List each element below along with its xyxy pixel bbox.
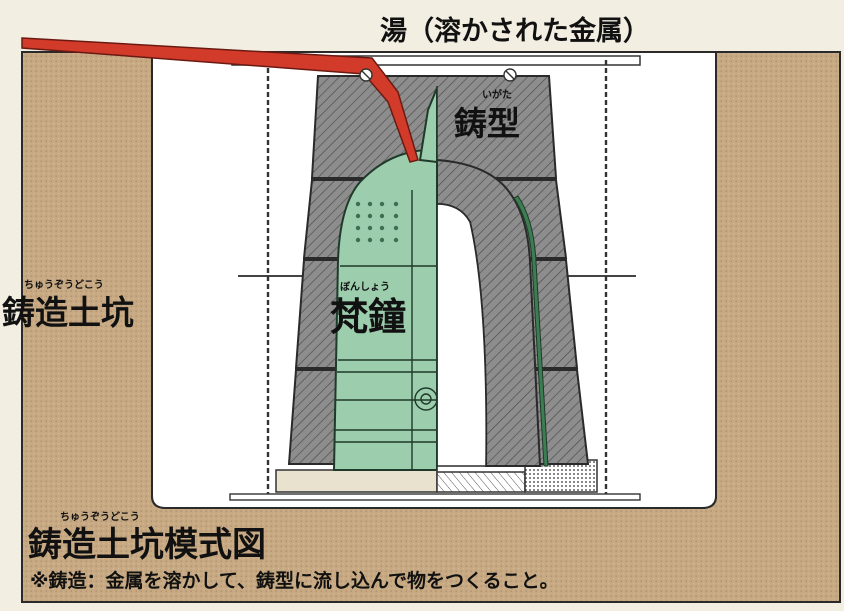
mold-ruby: いがた xyxy=(482,90,512,101)
base-board xyxy=(229,493,641,501)
molten-metal-channel xyxy=(21,37,419,163)
bell-label: 梵鐘 xyxy=(330,295,407,339)
diagram-title-ruby: ちゅうぞうどこう xyxy=(60,512,140,523)
pit-ruby: ちゅうぞうどこう xyxy=(24,280,104,291)
bell-nipples xyxy=(355,201,399,243)
pit-label: 鋳造土坑 xyxy=(2,293,134,332)
ropes xyxy=(266,60,608,494)
bell-ruby: ぼんしょう xyxy=(340,282,390,293)
bell-crown xyxy=(418,87,437,164)
casting-definition-note: ※鋳造：金属を溶かして、鋳型に流し込んで物をつくること。 xyxy=(30,570,559,592)
mold-label: 鋳型 xyxy=(454,104,520,143)
top-bolts xyxy=(359,68,517,82)
bell-base-left xyxy=(275,469,438,493)
bell-thin-wall xyxy=(513,195,549,467)
bell-base-right-hatch xyxy=(436,471,526,493)
mold-cavity xyxy=(437,203,487,467)
bell-details xyxy=(335,190,437,470)
molten-metal-label: 湯（溶かされた金属） xyxy=(380,16,650,47)
diagram-title: 鋳造土坑模式図 xyxy=(28,525,266,565)
